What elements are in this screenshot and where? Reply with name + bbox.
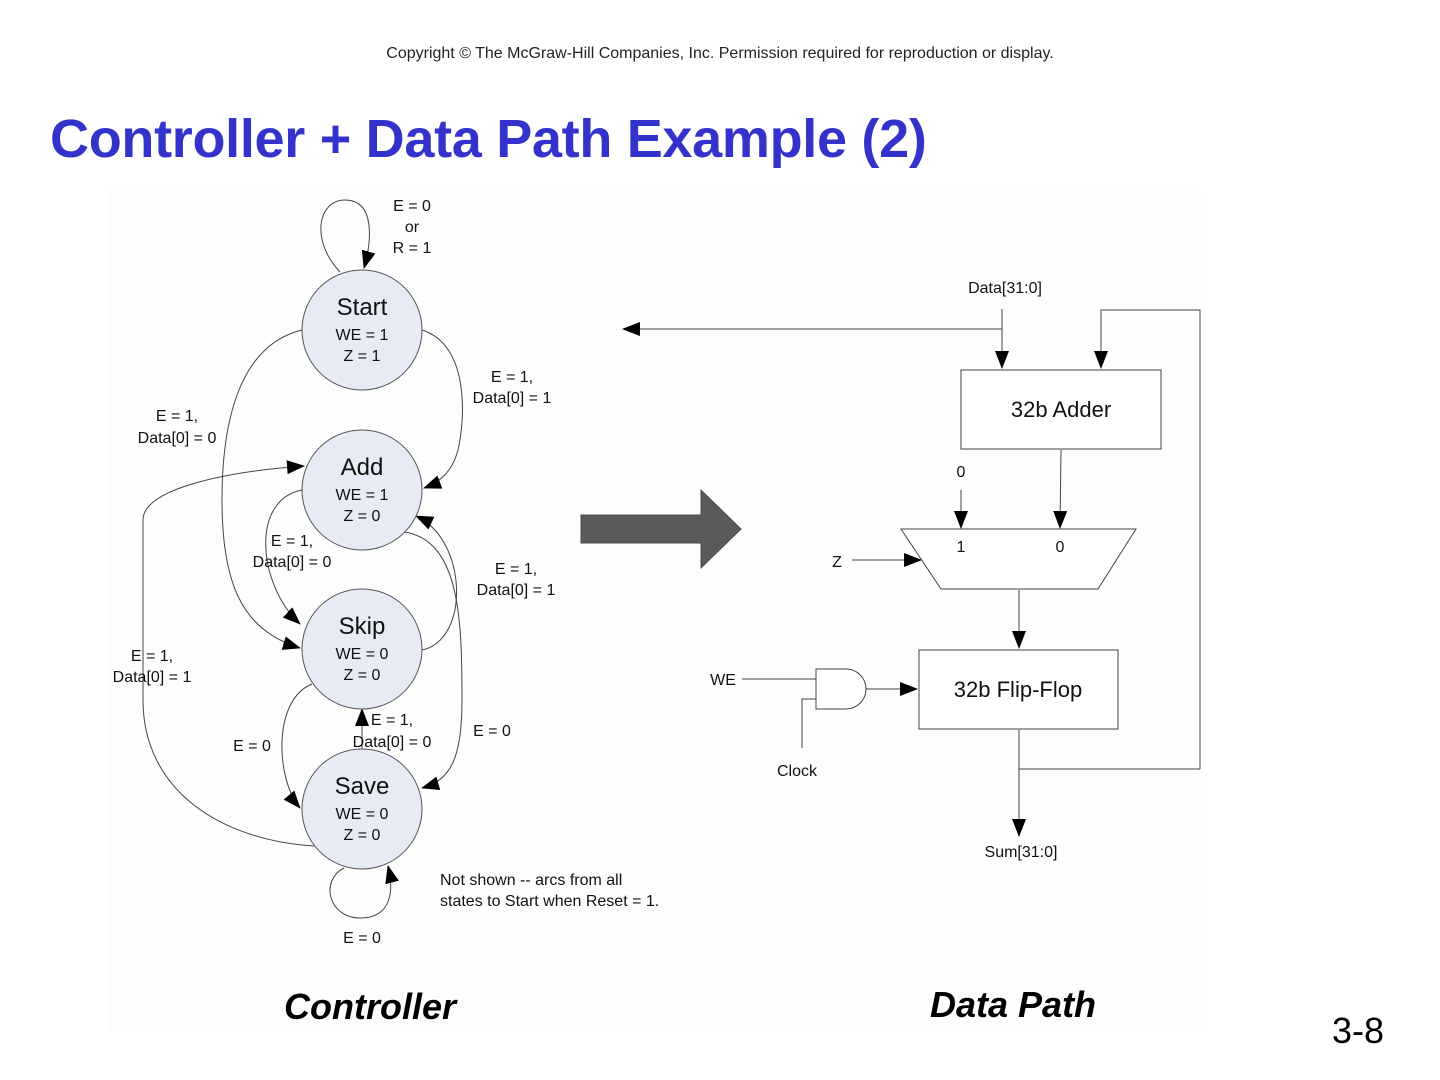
label-add-skip-2: Data[0] = 0 <box>253 554 332 571</box>
reset-note-line-1: Not shown -- arcs from all <box>440 872 622 889</box>
flipflop-block <box>918 649 1119 730</box>
mux-select-label: Z <box>832 554 842 571</box>
arc-add-save <box>403 531 463 791</box>
reset-note-line-2: states to Start when Reset = 1. <box>440 893 659 910</box>
label-skip-add-2: Data[0] = 1 <box>477 582 556 599</box>
and-gate <box>815 668 867 710</box>
state-output: WE = 1 <box>336 327 389 344</box>
flipflop-label: 32b Flip-Flop <box>954 677 1082 702</box>
arc-skip-add <box>415 515 458 651</box>
state-circle <box>301 588 423 710</box>
mux-input-1-label: 1 <box>957 539 966 556</box>
arc-start-add <box>421 329 463 489</box>
datapath-caption: Data Path <box>930 984 1097 1025</box>
label-add-save: E = 0 <box>473 723 511 740</box>
label-start-add-1: E = 1, <box>491 369 533 386</box>
state-name: Skip <box>339 613 386 640</box>
label-start-skip-2: Data[0] = 0 <box>138 430 217 447</box>
state-name: Start <box>337 294 388 321</box>
arc-skip-save <box>281 683 313 809</box>
arc-add-skip <box>265 489 303 625</box>
label-start-add-2: Data[0] = 1 <box>473 390 552 407</box>
label-start-self-2: or <box>405 219 420 236</box>
arc-start-skip <box>221 329 303 650</box>
state-output: Z = 1 <box>344 348 381 365</box>
we-label: WE <box>710 672 736 689</box>
state-output: WE = 0 <box>336 646 389 663</box>
sum-out-label: Sum[31:0] <box>985 844 1058 861</box>
state-output: Z = 0 <box>344 827 381 844</box>
wire-feedback-to-adder <box>1094 309 1201 769</box>
big-right-arrow-icon <box>580 488 742 570</box>
adder-label: 32b Adder <box>1011 397 1111 422</box>
label-save-self: E = 0 <box>343 930 381 947</box>
state-save: Save WE = 0 Z = 0 <box>301 748 423 870</box>
adder-block <box>960 369 1162 450</box>
label-save-add-1: E = 1, <box>131 648 173 665</box>
state-start: Start WE = 1 Z = 1 <box>301 269 423 391</box>
state-name: Add <box>341 454 384 481</box>
state-output: Z = 0 <box>344 667 381 684</box>
label-save-skip-2: Data[0] = 0 <box>353 734 432 751</box>
label-save-add-2: Data[0] = 1 <box>113 669 192 686</box>
label-skip-add-1: E = 1, <box>495 561 537 578</box>
state-name: Save <box>335 773 390 800</box>
state-add: Add WE = 1 Z = 0 <box>301 429 423 551</box>
label-save-skip-1: E = 1, <box>371 712 413 729</box>
label-add-skip-1: E = 1, <box>271 533 313 550</box>
label-skip-save: E = 0 <box>233 738 271 755</box>
arc-start-self <box>320 199 376 273</box>
copyright-notice: Copyright © The McGraw-Hill Companies, I… <box>386 45 1054 62</box>
state-skip: Skip WE = 0 Z = 0 <box>301 588 423 710</box>
const-zero-label: 0 <box>957 464 966 481</box>
arc-save-self <box>329 865 399 919</box>
wire-adder-to-mux <box>1053 449 1068 529</box>
slide-number: 3-8 <box>1332 1010 1385 1051</box>
wire-clock <box>801 698 816 748</box>
state-output: WE = 1 <box>336 487 389 504</box>
label-start-self-1: E = 0 <box>393 198 431 215</box>
label-start-skip-1: E = 1, <box>156 408 198 425</box>
arc-save-add <box>142 460 315 847</box>
controller-caption: Controller <box>284 986 457 1027</box>
state-circle <box>301 748 423 870</box>
slide-title: Controller + Data Path Example (2) <box>50 109 927 169</box>
state-output: Z = 0 <box>344 508 381 525</box>
state-circle <box>301 269 423 391</box>
state-circle <box>301 429 423 551</box>
clock-label: Clock <box>777 763 818 780</box>
data-in-label: Data[31:0] <box>968 280 1042 297</box>
mux-block <box>900 528 1137 590</box>
mux-input-0-label: 0 <box>1056 539 1065 556</box>
state-output: WE = 0 <box>336 806 389 823</box>
label-start-self-3: R = 1 <box>393 240 432 257</box>
